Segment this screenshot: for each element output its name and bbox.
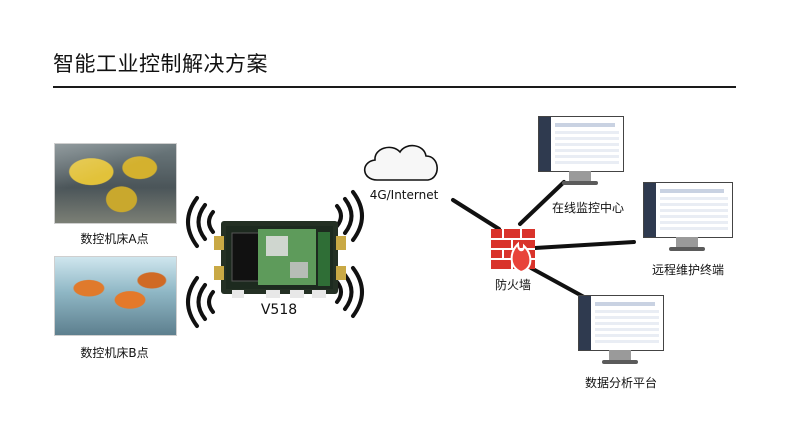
router-board-icon <box>214 221 346 298</box>
cnc-b-photo <box>54 256 177 336</box>
remote-terminal-label: 远程维护终端 <box>651 263 724 277</box>
firewall-icon <box>491 229 535 274</box>
router-label: V518 <box>260 302 298 318</box>
cloud-icon <box>363 144 438 181</box>
analytics-label: 数据分析平台 <box>584 376 657 390</box>
monitor-screen <box>643 182 733 238</box>
title-divider <box>53 86 736 88</box>
cnc-a-photo <box>54 143 177 224</box>
cnc-b-label: 数控机床B点 <box>80 346 149 360</box>
firewall-label: 防火墙 <box>494 278 531 292</box>
remote-terminal-computer <box>643 182 733 256</box>
monitor-screen <box>538 116 624 172</box>
link-firewall-remote <box>533 240 636 250</box>
page-title: 智能工业控制解决方案 <box>53 52 268 76</box>
wireless-signal-icon <box>186 190 364 328</box>
monitor-screen <box>578 295 664 351</box>
network-label: 4G/Internet <box>369 188 439 202</box>
monitor-center-label: 在线监控中心 <box>551 201 624 215</box>
connection-lines <box>451 180 636 299</box>
monitor-center-computer <box>538 116 624 194</box>
link-firewall-analytics <box>529 266 586 299</box>
link-firewall-monitor <box>518 180 566 226</box>
cnc-a-label: 数控机床A点 <box>80 232 149 246</box>
analytics-computer <box>578 295 664 369</box>
link-network-firewall <box>451 198 501 231</box>
